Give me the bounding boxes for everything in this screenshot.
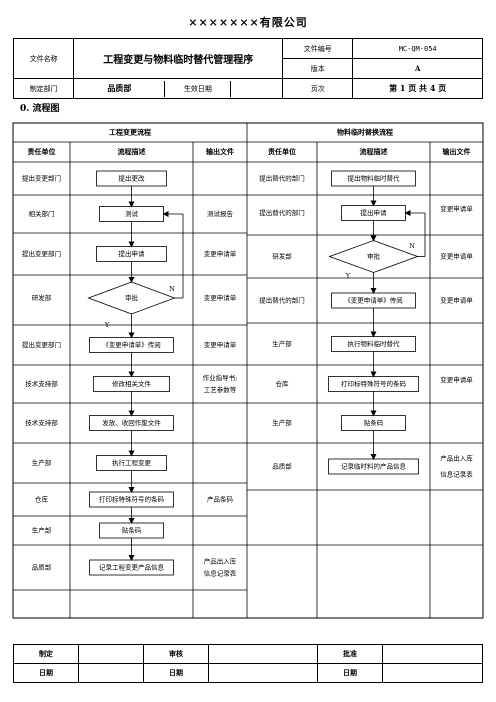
date-label-approve: 日期 (317, 663, 383, 683)
right-no-label: N (409, 242, 415, 250)
right-col-out: 输出文件 (443, 147, 471, 156)
left-output-5-line: 工艺参数等 (204, 385, 237, 394)
right-step-2: 审批 (367, 252, 381, 261)
right-step-7: 记录临时料的产品信息 (341, 462, 407, 471)
right-step-0: 提出物料临时替代 (348, 174, 401, 183)
left-output-4: 变更申请单 (204, 340, 237, 349)
right-flow-title: 物料临时替换流程 (337, 128, 393, 137)
left-unit-1: 相关部门 (29, 209, 55, 218)
left-step-0: 提出更改 (119, 174, 146, 183)
version-label: 版本 (282, 58, 354, 79)
left-unit-8: 仓库 (35, 495, 49, 504)
left-unit-10: 品质部 (32, 563, 52, 572)
made-label: 制定 (13, 644, 79, 664)
left-col-out: 输出文件 (206, 147, 234, 156)
right-output-7: 产品出入库信息记录表 (440, 454, 473, 479)
right-yes-label: Y (345, 272, 351, 280)
left-unit-4: 提出变更部门 (22, 340, 61, 349)
left-output-1: 测试报告 (207, 209, 234, 218)
right-unit-3: 提出替代的部门 (259, 296, 305, 305)
left-step-5: 修改相关文件 (112, 379, 152, 388)
right-unit-0: 提出替代的部门 (259, 174, 305, 183)
approve-label: 批准 (317, 644, 383, 664)
left-unit-3: 研发部 (32, 293, 52, 302)
left-col-unit: 责任单位 (28, 147, 56, 156)
right-col-desc: 流程描述 (360, 147, 388, 156)
left-output-10: 产品出入库信息记录表 (204, 557, 237, 578)
company-name: ×××××××有限公司 (188, 16, 308, 29)
left-no-label: N (169, 285, 175, 293)
right-col-unit: 责任单位 (268, 147, 296, 156)
left-output-3: 变更申请单 (204, 293, 237, 302)
left-unit-5: 技术支持部 (25, 379, 58, 388)
left-step-2: 提出申请 (119, 249, 146, 258)
dept: 品质部 (74, 80, 166, 97)
left-flow-title: 工程变更流程 (109, 128, 151, 137)
left-output-10-line: 产品出入库 (204, 557, 237, 566)
date-label-made: 日期 (13, 663, 79, 683)
left-output-8: 产品条码 (207, 495, 234, 504)
left-step-7: 执行工程变更 (112, 458, 152, 467)
approve-value (382, 644, 483, 664)
right-output-5: 变更申请单 (440, 375, 473, 384)
right-output-7-line: 产品出入库 (440, 454, 473, 463)
left-unit-7: 生产部 (32, 458, 52, 467)
doc-title: 工程变更与物料临时替代管理程序 (73, 38, 284, 79)
right-unit-6: 生产部 (272, 418, 292, 427)
left-step-9: 贴条码 (122, 526, 142, 535)
left-step-4: 《变更申请单》传阅 (102, 340, 161, 349)
left-step-8: 打印标特殊符号的条码 (99, 495, 165, 504)
made-value (78, 644, 144, 664)
right-unit-7: 品质部 (272, 462, 292, 471)
date-value-approve (382, 663, 483, 683)
page-number: 第 1 页 共 4 页 (352, 78, 483, 99)
left-col-desc: 流程描述 (118, 147, 146, 156)
page-label: 页次 (282, 78, 354, 99)
left-unit-2: 提出变更部门 (22, 249, 61, 258)
right-step-1: 提出申请 (361, 208, 388, 217)
right-unit-1: 提出替代的部门 (259, 208, 305, 217)
date-value-made (78, 663, 144, 683)
left-step-6: 发放、收回作废文件 (102, 418, 161, 427)
dept-label: 制定部门 (12, 78, 75, 99)
right-unit-4: 生产部 (272, 339, 292, 348)
right-output-3: 变更申请单 (440, 296, 473, 305)
left-yes-label: Y (104, 321, 110, 329)
document-header: 文件名称 工程变更与物料临时替代管理程序 文件编号 MC-QM-054 版本 A… (12, 38, 483, 99)
right-step-3: 《变更申请单》传阅 (344, 296, 403, 305)
left-step-10: 记录工程变更产品信息 (99, 563, 165, 572)
review-label: 审核 (143, 644, 209, 664)
right-step-6: 贴条码 (364, 418, 384, 427)
flow-table-frame (12, 122, 484, 619)
left-output-5-line: 作业指导书; (203, 373, 238, 382)
date-label-review: 日期 (143, 663, 209, 683)
right-unit-2: 研发部 (272, 252, 292, 261)
left-step-1: 测试 (125, 209, 139, 218)
effective-label: 生效日期 (164, 80, 232, 97)
right-step-5: 打印标特殊符号的条码 (341, 379, 407, 388)
right-output-2: 变更申请单 (440, 252, 473, 261)
left-unit-6: 技术支持部 (25, 418, 58, 427)
left-step-3: 审批 (125, 293, 139, 302)
left-unit-0: 提出变更部门 (22, 174, 61, 183)
signature-footer: 制定 审核 批准 日期 日期 日期 (13, 644, 483, 683)
left-output-5: 作业指导书; 工艺参数等 (203, 373, 238, 394)
right-step-4: 执行物料临时替代 (348, 339, 401, 348)
review-value (208, 644, 318, 664)
right-output-1: 变更申请单 (440, 204, 473, 213)
section-title: 0. 流程图 (20, 104, 60, 114)
right-output-7-line: 信息记录表 (440, 470, 473, 479)
right-unit-5: 仓库 (276, 379, 290, 388)
left-output-2: 变更申请单 (204, 249, 237, 258)
left-unit-9: 生产部 (32, 526, 52, 535)
date-value-review (208, 663, 318, 683)
left-output-10-line: 信息记录表 (204, 569, 237, 578)
